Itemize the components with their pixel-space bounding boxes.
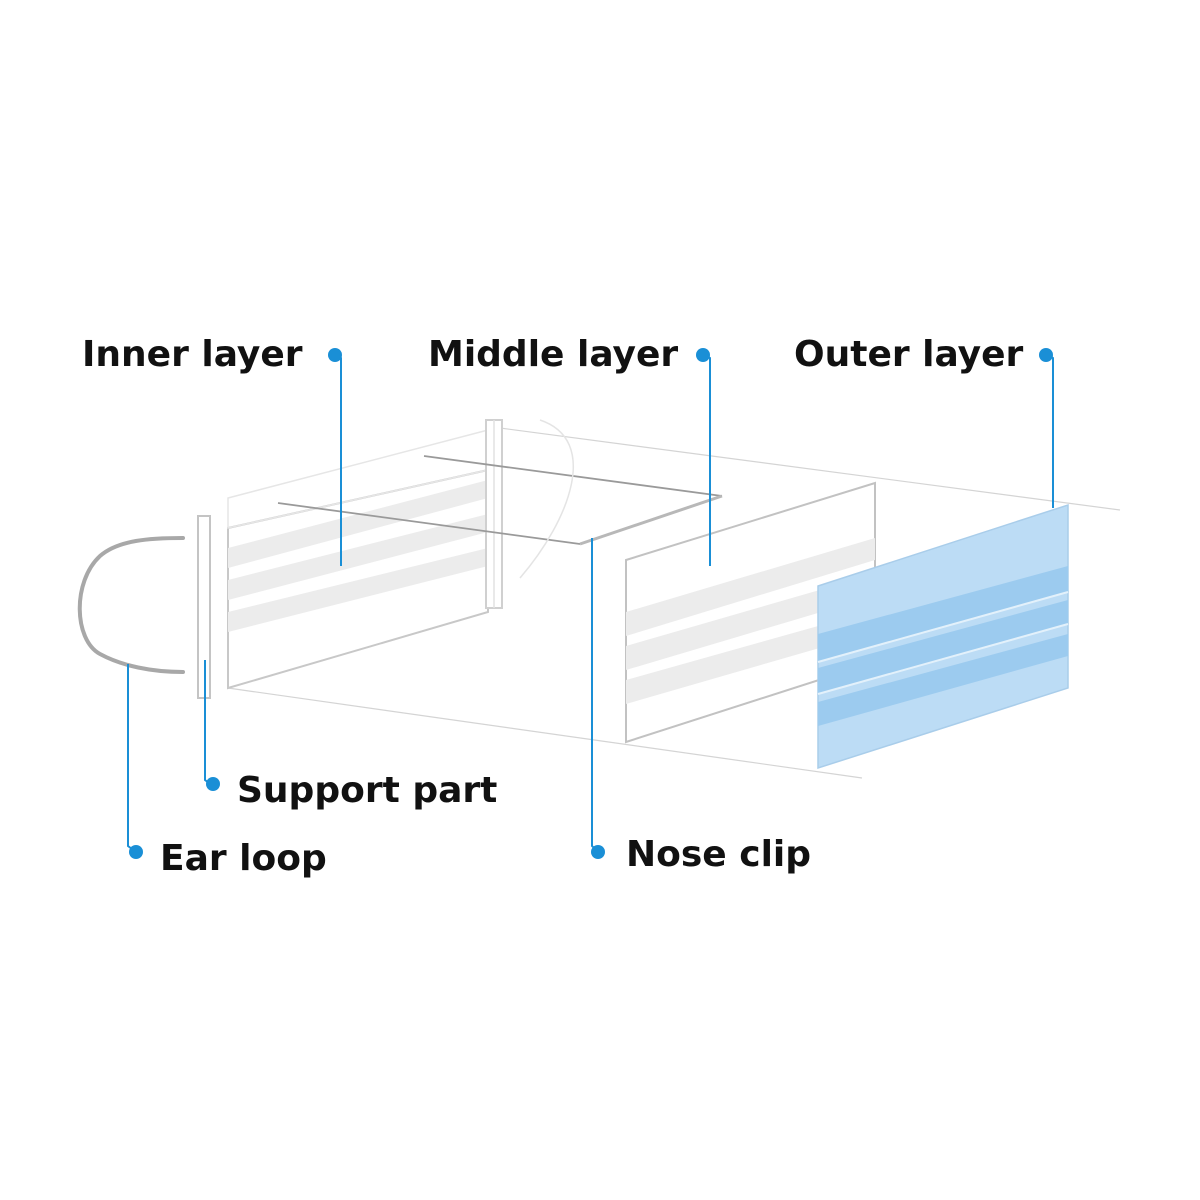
ear-loop-callout-dot (129, 845, 143, 859)
nose-clip (277, 419, 723, 579)
callout-dots (129, 348, 1053, 859)
outer-layer-panel (817, 503, 1069, 770)
inner-layer-label: Inner layer (82, 334, 303, 375)
support-part-label: Support part (237, 770, 497, 811)
nose-clip-label: Nose clip (626, 834, 811, 875)
middle-layer-label: Middle layer (428, 334, 678, 375)
support-part-callout-dot (206, 777, 220, 791)
inner-layer-callout-dot (328, 348, 342, 362)
ear-loop (77, 536, 185, 674)
middle-layer-callout-dot (696, 348, 710, 362)
perspective-guides (227, 427, 1121, 779)
middle-layer-panel (625, 481, 876, 744)
inner-layer-panel (227, 419, 503, 690)
nose-clip-callout-dot (591, 845, 605, 859)
outer-layer-callout-dot (1039, 348, 1053, 362)
outer-layer-label: Outer layer (794, 334, 1024, 375)
ear-loop-label: Ear loop (160, 838, 327, 879)
